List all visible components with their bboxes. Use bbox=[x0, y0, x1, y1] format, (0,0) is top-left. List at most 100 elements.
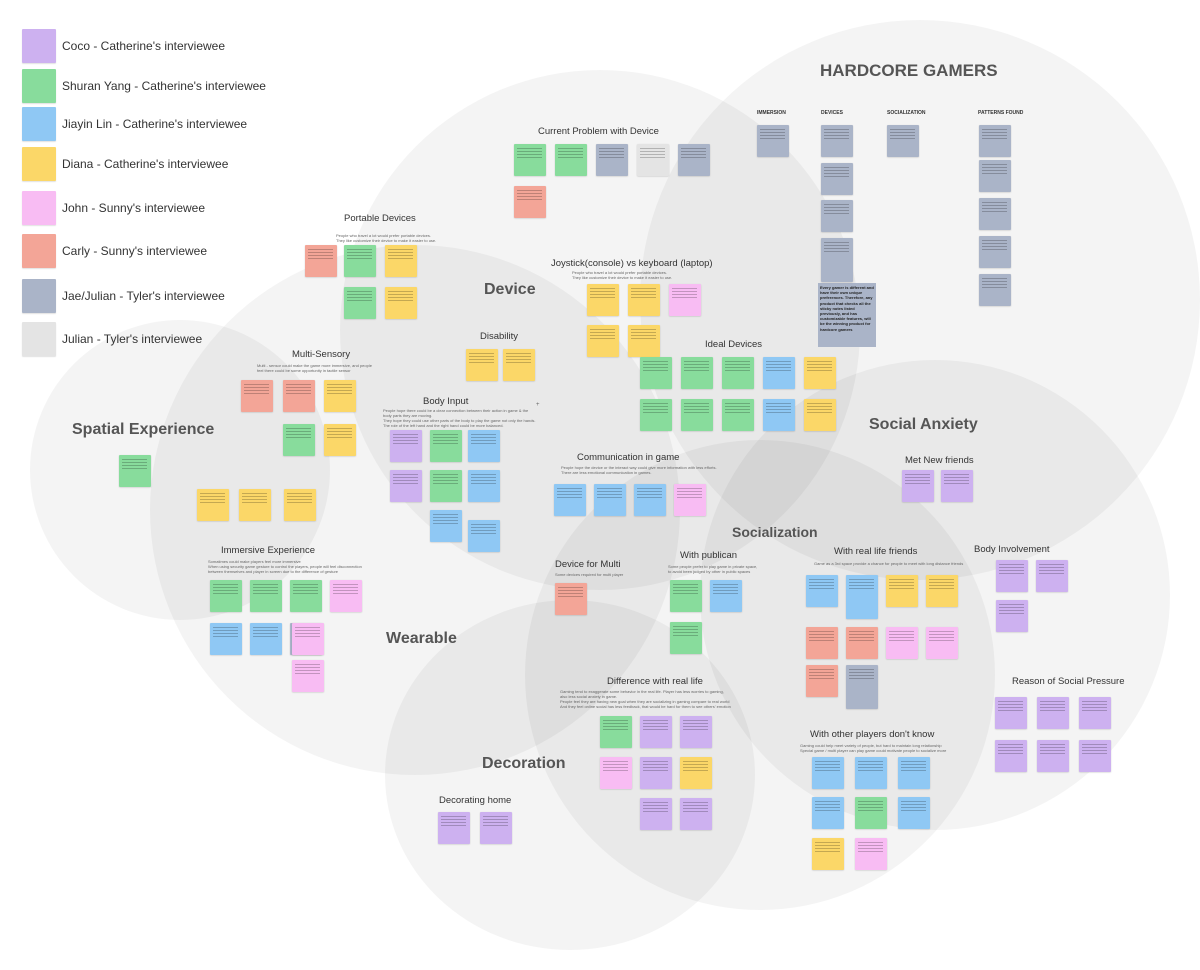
sticky-note bbox=[926, 627, 958, 659]
sticky-note bbox=[681, 399, 713, 431]
legend-sticky bbox=[22, 191, 56, 225]
sticky-note bbox=[804, 357, 836, 389]
legend-label: John - Sunny's interviewee bbox=[62, 201, 206, 215]
sticky-note bbox=[600, 716, 632, 748]
sticky-note bbox=[324, 424, 356, 456]
sticky-note bbox=[554, 484, 586, 516]
sticky-note bbox=[846, 627, 878, 659]
column-header-patterns: PATTERNS FOUND bbox=[978, 110, 1024, 116]
section-subtitle-real-friends: Game as a 3rd space provide a chance for… bbox=[814, 561, 964, 566]
sticky-note bbox=[812, 757, 844, 789]
sticky-note bbox=[430, 470, 462, 502]
legend-item-jiayin: Jiayin Lin - Catherine's interviewee bbox=[22, 106, 247, 142]
sticky-note bbox=[680, 716, 712, 748]
sticky-note bbox=[466, 349, 498, 381]
sticky-note bbox=[514, 144, 546, 176]
sticky-note bbox=[846, 575, 878, 619]
section-title-current-problem: Current Problem with Device bbox=[538, 126, 659, 137]
cluster-circle-socialization bbox=[525, 440, 995, 910]
sticky-note bbox=[480, 812, 512, 844]
sticky-note bbox=[430, 510, 462, 542]
sticky-note bbox=[763, 399, 795, 431]
sticky-note bbox=[669, 284, 701, 316]
sticky-note bbox=[886, 627, 918, 659]
sticky-note bbox=[722, 399, 754, 431]
section-title-decorating-home: Decorating home bbox=[439, 795, 512, 806]
legend-sticky bbox=[22, 29, 56, 63]
sticky-note bbox=[344, 245, 376, 277]
cluster-title-decoration: Decoration bbox=[482, 755, 566, 772]
sticky-note bbox=[210, 580, 242, 612]
sticky-note bbox=[979, 160, 1011, 192]
cluster-title-device: Device bbox=[484, 281, 536, 298]
section-title-device-multi: Device for Multi bbox=[555, 559, 621, 570]
sticky-note bbox=[385, 245, 417, 277]
sticky-note bbox=[596, 144, 628, 176]
cluster-title-hardcore-gamers: HARDCORE GAMERS bbox=[820, 61, 998, 80]
section-subtitle-immersive: Somatimes could make players feel more i… bbox=[208, 559, 362, 574]
sticky-note bbox=[594, 484, 626, 516]
sticky-note bbox=[821, 163, 853, 195]
sticky-note bbox=[941, 470, 973, 502]
legend-item-carly: Carly - Sunny's interviewee bbox=[22, 233, 207, 269]
sticky-note bbox=[640, 399, 672, 431]
sticky-note bbox=[330, 580, 362, 612]
section-title-body-input: Body Input bbox=[423, 396, 469, 407]
sticky-note bbox=[678, 144, 710, 176]
cluster-circle-spatial bbox=[30, 320, 330, 620]
section-subtitle-difference: Gaming tend to exaggerate some behavior … bbox=[560, 689, 731, 709]
sticky-note bbox=[806, 575, 838, 607]
sticky-note bbox=[855, 757, 887, 789]
sticky-note bbox=[290, 580, 322, 612]
column-header-devices: DEVICES bbox=[821, 110, 843, 116]
sticky-note bbox=[855, 838, 887, 870]
sticky-note bbox=[430, 430, 462, 462]
sticky-note bbox=[640, 716, 672, 748]
legend-label: Coco - Catherine's interviewee bbox=[62, 39, 226, 53]
sticky-note bbox=[763, 357, 795, 389]
section-subtitle-joystick: People who travel a lot would prefer por… bbox=[572, 270, 673, 280]
sticky-note bbox=[680, 757, 712, 789]
column-header-immersion: IMMERSION bbox=[757, 110, 786, 116]
highlight-note: Every gamer is different and have their … bbox=[818, 283, 876, 347]
sticky-note bbox=[239, 489, 271, 521]
legend-label: Jae/Julian - Tyler's interviewee bbox=[62, 289, 225, 303]
sticky-note bbox=[587, 284, 619, 316]
legend-sticky bbox=[22, 107, 56, 141]
section-title-joystick: Joystick(console) vs keyboard (laptop) bbox=[551, 258, 713, 269]
sticky-note bbox=[979, 198, 1011, 230]
sticky-note bbox=[503, 349, 535, 381]
legend-label: Diana - Catherine's interviewee bbox=[62, 157, 229, 171]
sticky-note bbox=[468, 470, 500, 502]
cluster-title-social-anxiety: Social Anxiety bbox=[869, 416, 978, 433]
section-subtitle-body-input: People hope there could be a clear conne… bbox=[383, 408, 536, 428]
legend-label: Julian - Tyler's interviewee bbox=[62, 332, 203, 346]
section-title-difference: Difference with real life bbox=[607, 676, 703, 687]
section-subtitle-communication: People hope the device or the interact w… bbox=[561, 465, 717, 475]
sticky-note bbox=[514, 186, 546, 218]
sticky-note bbox=[926, 575, 958, 607]
legend-sticky bbox=[22, 322, 56, 356]
sticky-note bbox=[637, 144, 669, 176]
sticky-note bbox=[812, 797, 844, 829]
sticky-note bbox=[898, 797, 930, 829]
section-title-disability: Disability bbox=[480, 331, 519, 342]
cluster-title-socialization: Socialization bbox=[732, 524, 818, 540]
sticky-note bbox=[292, 623, 324, 655]
sticky-note bbox=[722, 357, 754, 389]
sticky-note bbox=[640, 357, 672, 389]
sticky-note bbox=[886, 575, 918, 607]
sticky-note bbox=[324, 380, 356, 412]
sticky-note bbox=[1037, 697, 1069, 729]
cursor-icon: + bbox=[536, 402, 540, 408]
legend-item-shuran: Shuran Yang - Catherine's interviewee bbox=[22, 68, 266, 104]
legend-item-coco: Coco - Catherine's interviewee bbox=[22, 28, 225, 64]
section-title-real-friends: With real life friends bbox=[834, 546, 918, 557]
sticky-note bbox=[806, 665, 838, 697]
section-title-ideal-devices: Ideal Devices bbox=[705, 339, 763, 350]
sticky-note bbox=[806, 627, 838, 659]
sticky-note bbox=[468, 520, 500, 552]
sticky-note bbox=[898, 757, 930, 789]
sticky-note bbox=[681, 357, 713, 389]
sticky-note bbox=[628, 284, 660, 316]
